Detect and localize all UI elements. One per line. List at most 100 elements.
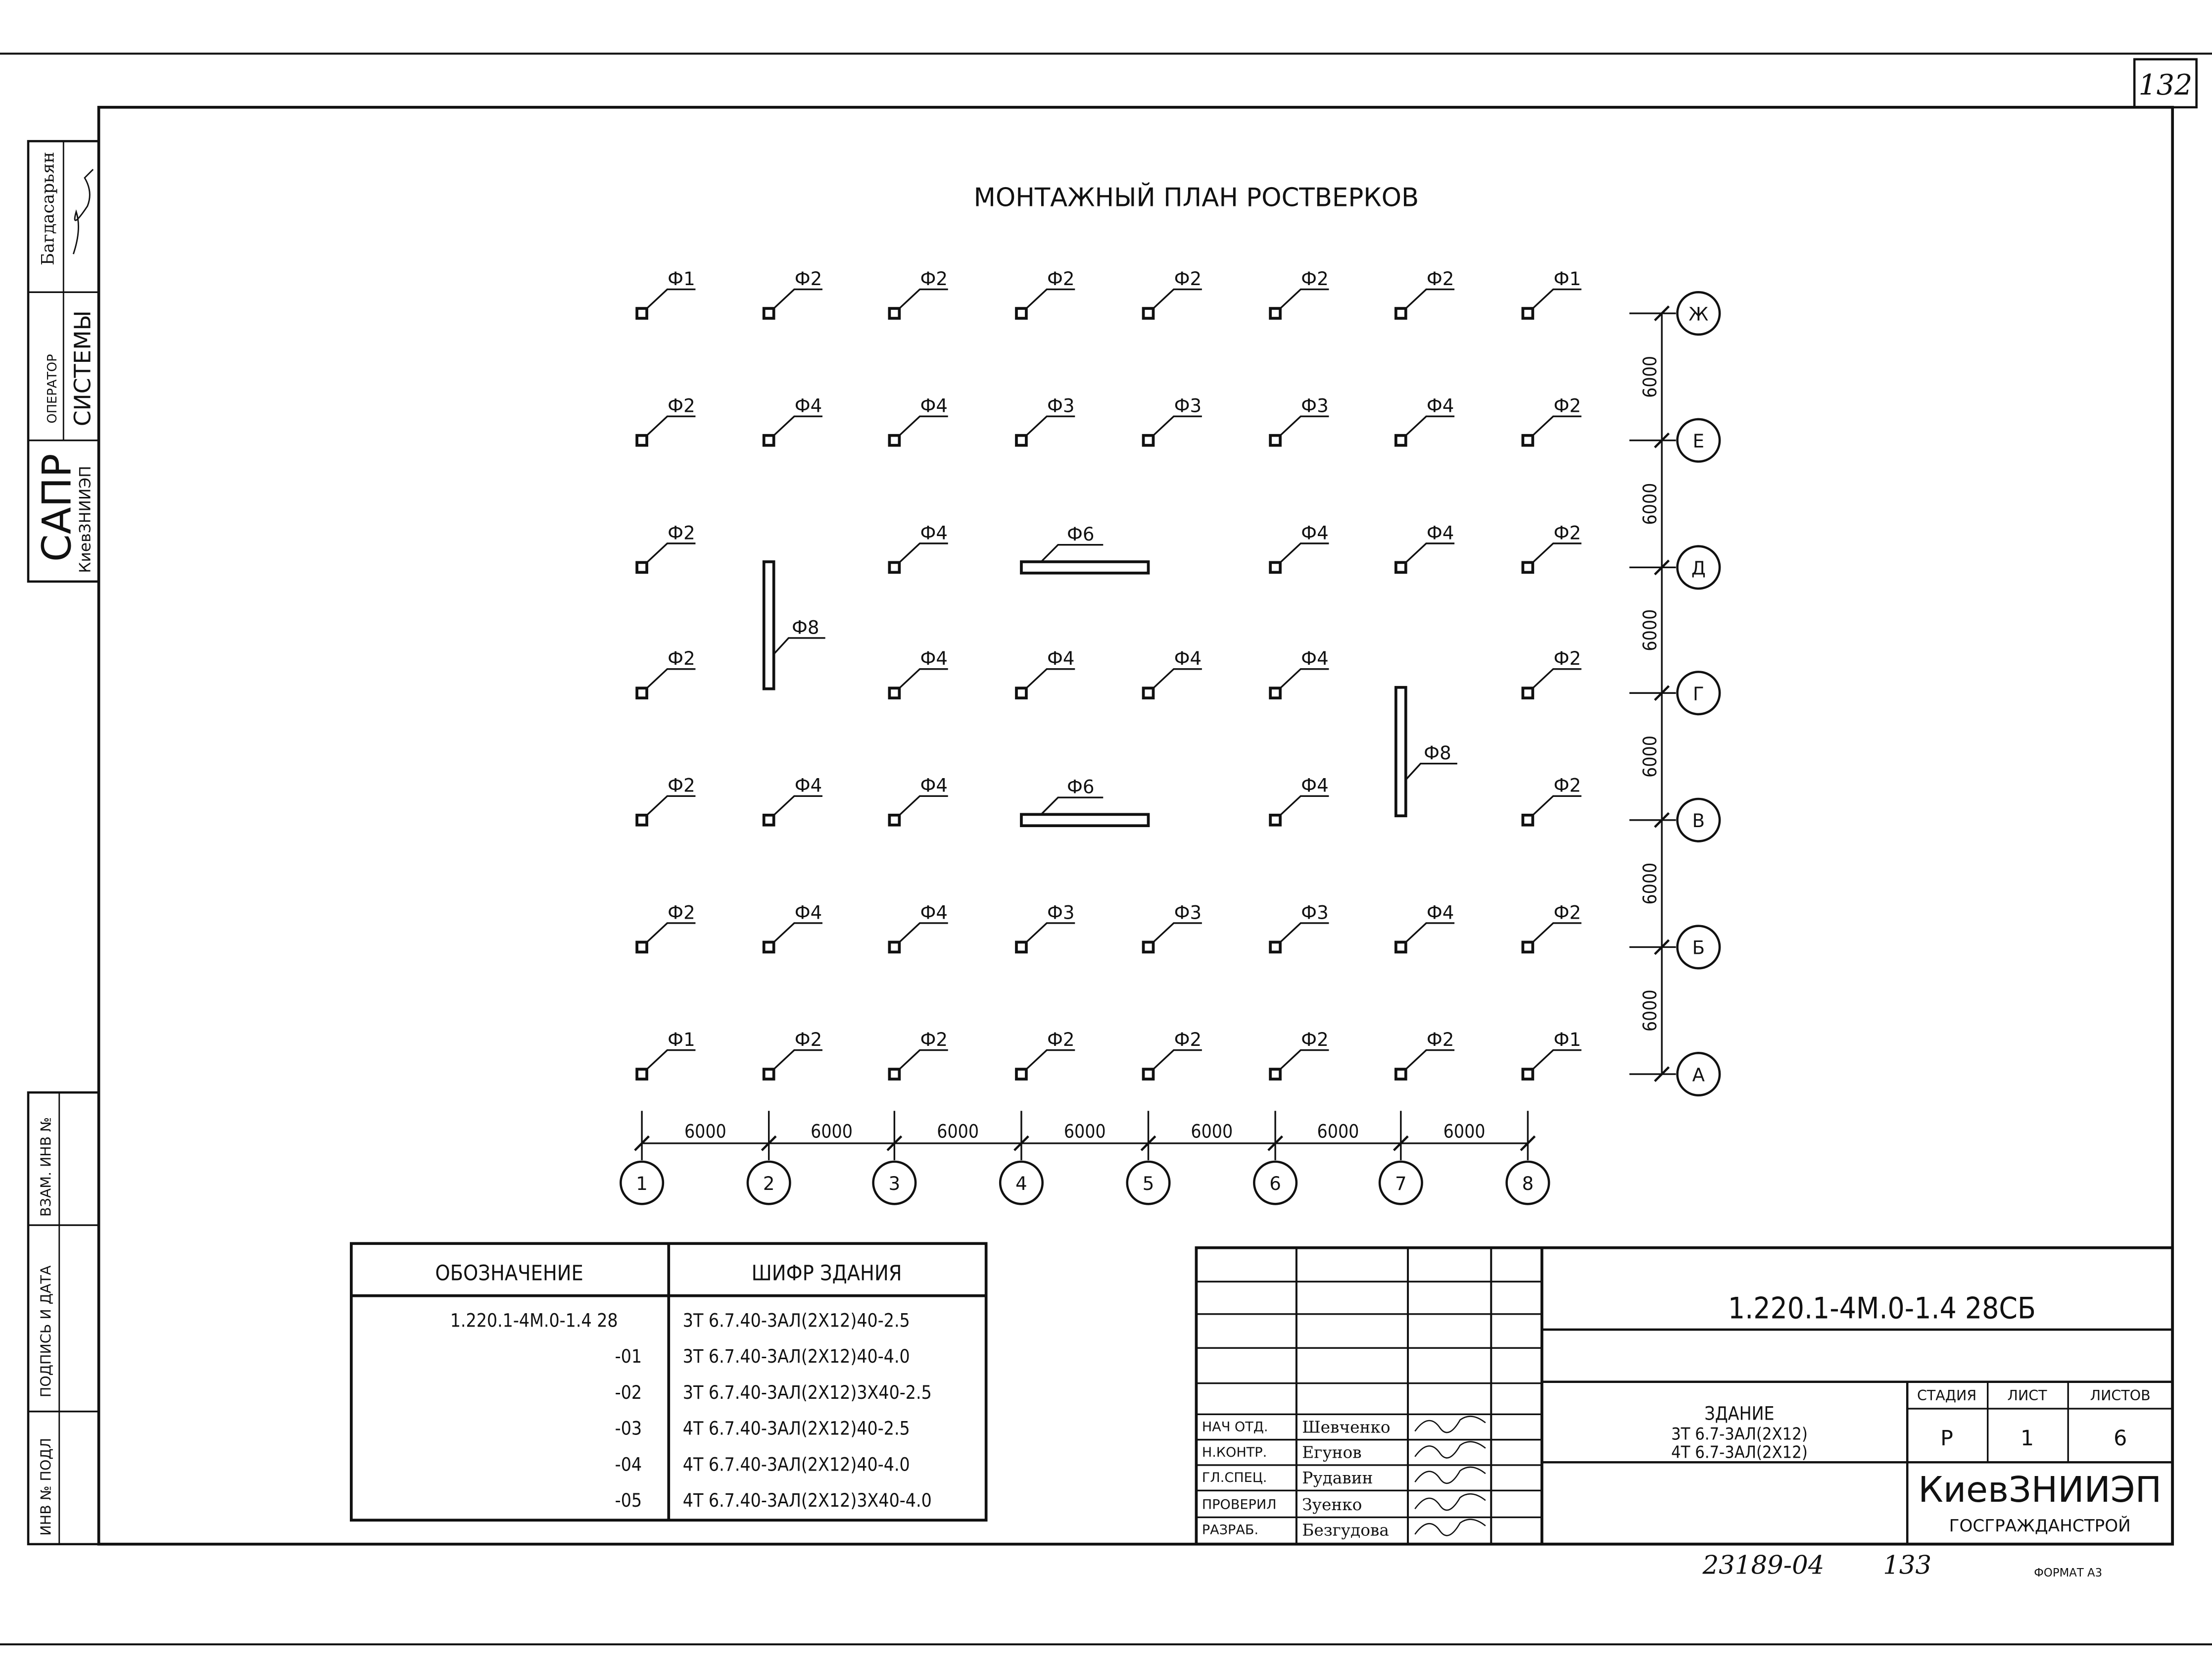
pile-cap-В-8: Ф2 [1521,775,1582,827]
pile-cap-square [888,813,901,827]
dimension-slash [1654,939,1670,955]
pile-cap-square [1015,1068,1028,1081]
leader-line [1531,542,1582,564]
signer-name: Зуенко [1302,1495,1362,1514]
signature-mark [1414,1416,1486,1433]
sheet-value: 1 [2020,1426,2034,1451]
axis-bubble [746,1160,791,1205]
pile-cap-mark: Ф2 [668,522,695,543]
pile-cap-square [1269,1068,1282,1081]
col-axis-label: 3 [889,1173,901,1194]
grillage-mark: Ф6 [1067,777,1094,798]
leader-line [1040,796,1104,815]
pile-cap-mark: Ф3 [1301,902,1328,923]
grillage-mark: Ф8 [1424,742,1451,764]
row-axis-label: Б [1692,937,1705,959]
signature-mark [72,169,94,254]
pile-cap-square [1269,687,1282,699]
leader-line [645,415,696,437]
leader-line [1404,415,1455,437]
pile-cap-Д-8: Ф2 [1521,522,1582,574]
pile-cap-square [1521,561,1535,574]
signature-mark [1414,1493,1486,1511]
pile-cap-mark: Ф1 [1553,1029,1581,1050]
pile-cap-square [1015,434,1028,447]
field-inv-podl: ИНВ № ПОДЛ [38,1438,54,1536]
leader-line [1279,1049,1329,1071]
col-axis-6: 6 [1253,1111,1298,1205]
dimension-slash [1013,1135,1029,1151]
pile-cap-Б-4: Ф3 [1015,902,1075,954]
pile-cap-square [1142,307,1155,320]
col-spacing-dim: 6000 [1317,1121,1359,1142]
pile-cap-square [1394,940,1407,954]
pile-cap-square [1269,940,1282,954]
row-axis-label: Г [1693,683,1704,704]
pile-cap-square [1142,434,1155,447]
object-line-1: ЗДАНИЕ [1704,1403,1774,1425]
dimension-slash [1520,1135,1536,1151]
spec-designation: 1.220.1-4М.0-1.4 28 [450,1310,618,1331]
pile-cap-mark: Ф4 [1427,902,1454,923]
pile-cap-square [1015,687,1028,699]
pile-cap-mark: Ф2 [1427,1029,1454,1050]
pile-cap-mark: Ф4 [1174,648,1202,669]
dimension-slash [1267,1135,1283,1151]
pile-cap-square [1394,561,1407,574]
col-axis-1: 1 [620,1111,665,1205]
pile-cap-square [635,434,648,447]
row-axis-Ж: Ж [1629,291,1721,336]
archive-number: 23189-04 [1702,1551,1825,1580]
pile-cap-mark: Ф1 [668,1029,695,1050]
leader-line [1152,668,1202,689]
pile-cap-mark: Ф4 [795,902,822,923]
spec-header-building-code: ШИФР ЗДАНИЯ [752,1261,902,1285]
col-axis-label: 4 [1015,1173,1027,1194]
leader-line [1531,795,1582,817]
col-axis-label: 8 [1522,1173,1534,1194]
leader-line [1279,542,1329,564]
spec-designation: -05 [615,1490,642,1511]
pile-cap-square [1521,687,1535,699]
pile-cap-square [1015,940,1028,954]
spec-designation: -01 [615,1346,642,1367]
pile-cap-А-2: Ф2 [762,1029,822,1081]
pile-cap-mark: Ф2 [1553,775,1581,796]
pile-cap-mark: Ф4 [920,395,947,417]
pile-cap-Г-4: Ф4 [1015,648,1075,699]
pile-cap-mark: Ф2 [1553,522,1581,543]
row-spacing-dim: 6000 [1639,736,1661,778]
dimension-slash [1654,685,1670,701]
pile-cap-mark: Ф3 [1047,902,1074,923]
spec-building-code: 3Т 6.7.40-3АЛ(2Х12)3Х40-2.5 [683,1382,932,1403]
leader-line [1025,922,1075,944]
pile-cap-А-4: Ф2 [1015,1029,1075,1081]
pile-cap-Е-2: Ф4 [762,395,822,447]
pile-cap-mark: Ф2 [1553,648,1581,669]
grillage-beam [1020,560,1150,575]
pile-cap-mark: Ф4 [920,902,947,923]
spec-designation: -04 [615,1454,642,1475]
pile-cap-Б-1: Ф2 [635,902,696,954]
pile-cap-Ж-4: Ф2 [1015,268,1075,320]
leader-line [1531,922,1582,944]
leader-line [1531,415,1582,437]
pile-cap-mark: Ф2 [920,1029,947,1050]
leader-line [1025,415,1075,437]
pile-cap-square [888,307,901,320]
pile-cap-Ж-6: Ф2 [1269,268,1329,320]
col-axis-3: 3 [872,1111,917,1205]
pile-cap-Е-3: Ф4 [888,395,948,447]
pile-cap-mark: Ф2 [668,775,695,796]
axis-bubble [1378,1160,1423,1205]
leader-line [898,415,948,437]
organization-sub: ГОСГРАЖДАНСТРОЙ [1949,1516,2131,1536]
axis-bubble [1253,1160,1298,1205]
col-axis-label: 2 [763,1173,775,1194]
pile-cap-А-8: Ф1 [1521,1029,1582,1081]
pile-cap-Е-7: Ф4 [1394,395,1455,447]
pile-cap-mark: Ф2 [1301,268,1328,290]
pile-cap-square [1142,687,1155,699]
dimension-slash [1393,1135,1409,1151]
pile-cap-square [1394,434,1407,447]
